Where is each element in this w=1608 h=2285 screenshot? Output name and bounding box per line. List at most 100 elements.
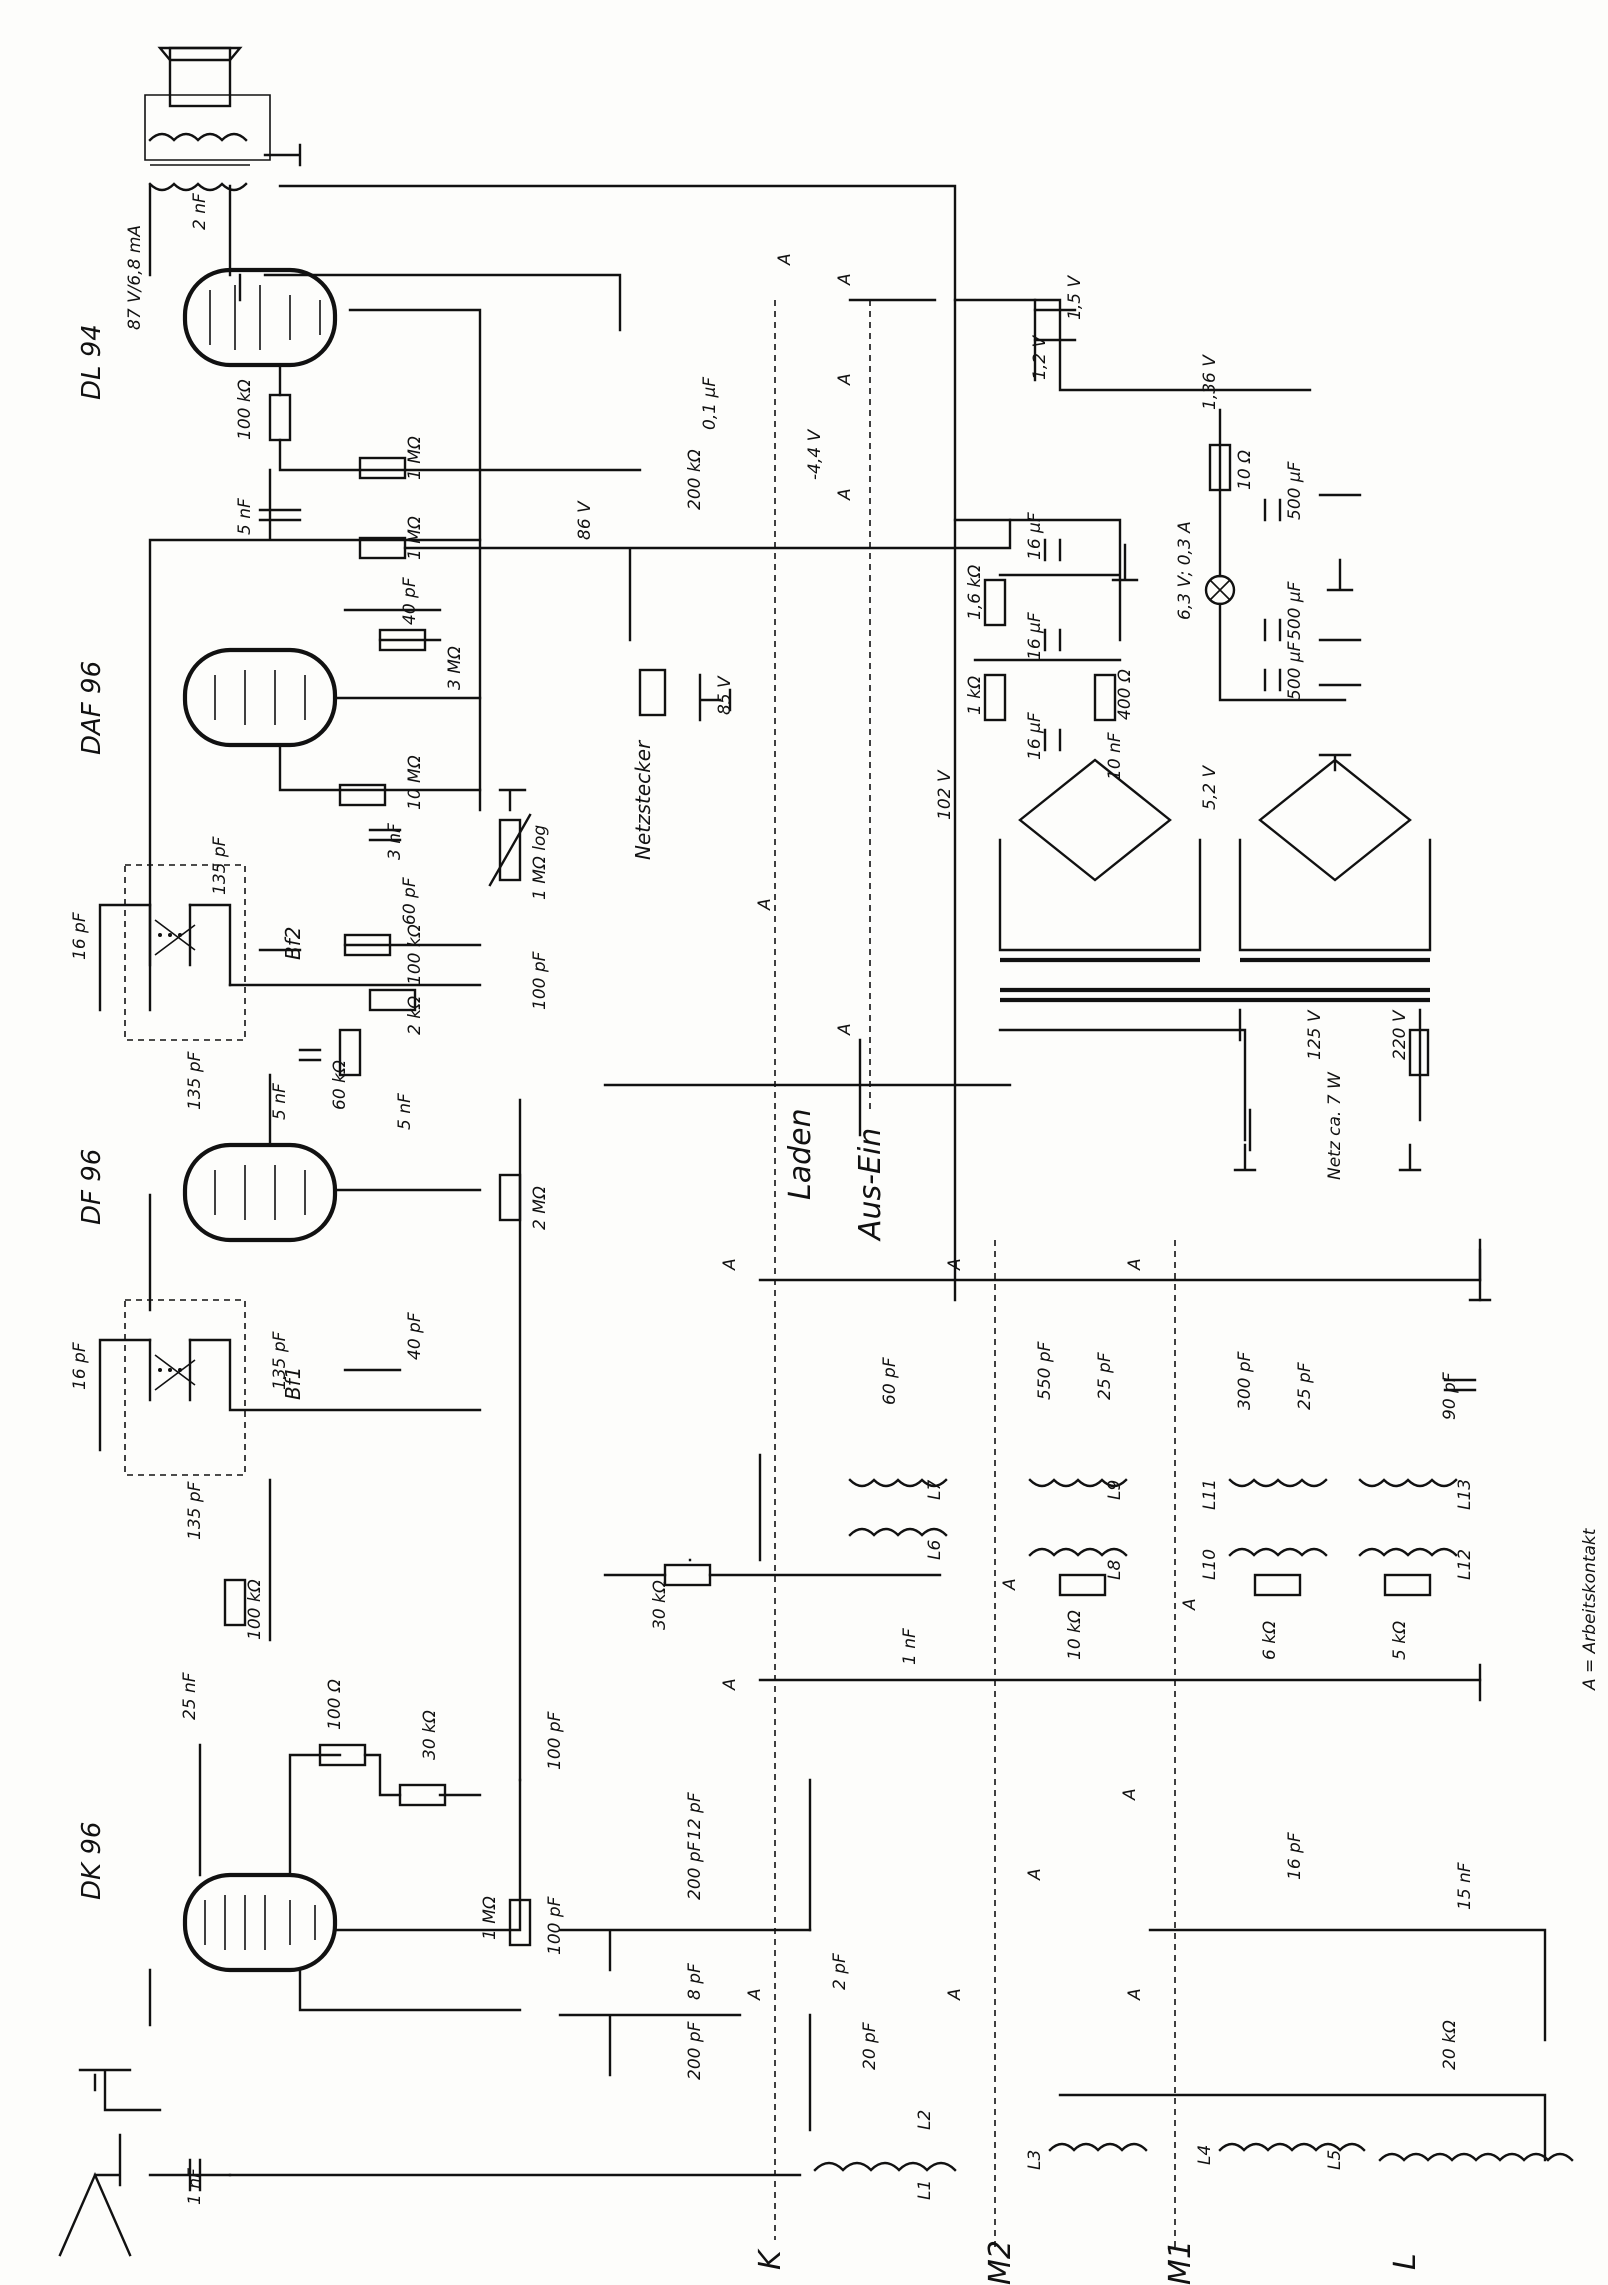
label-contact-13: A — [1120, 1788, 1140, 1801]
label-r-10m: 10 MΩ — [405, 755, 425, 810]
label-contact-17: A — [1125, 1988, 1145, 2001]
fuse-220v — [1408, 1028, 1430, 1077]
wiring — [58, 46, 1574, 2257]
label-contact-4: A — [835, 488, 855, 501]
r-3m — [378, 628, 427, 652]
label-band-l: L — [1388, 2253, 1423, 2270]
c-90pf — [1443, 1378, 1477, 1392]
r-6k — [1253, 1573, 1302, 1597]
volume-pot[interactable] — [498, 818, 522, 882]
label-df96: DF 96 — [77, 1149, 107, 1225]
label-c-0-1uf: 0,1 µF — [700, 377, 720, 430]
coil-L4 — [1218, 2142, 1366, 2152]
label-r-10k: 10 kΩ — [1065, 1610, 1085, 1660]
output-transformer-secondary — [148, 132, 248, 142]
label-r-20k: 20 kΩ — [1440, 2020, 1460, 2070]
label-c-25pf-a: 25 pF — [1095, 1352, 1115, 1400]
label-87v: 87 V/6,8 mA — [125, 225, 145, 330]
coil-L3 — [1048, 2142, 1148, 2152]
label-c-135pf-b: 135 pF — [185, 1051, 205, 1110]
label-contact-6: A — [835, 1023, 855, 1036]
if-filter-bf1 — [124, 1299, 246, 1476]
label-contact-10: A — [1000, 1578, 1020, 1591]
e-500uf-c — [1263, 668, 1282, 692]
label-r-100-ohm: 100 Ω — [325, 1679, 345, 1730]
label-L3: L3 — [1025, 2150, 1045, 2170]
tube-labels: DL 94 DAF 96 DF 96 DK 96 — [77, 324, 107, 1900]
label-c-135pf-d: 135 pF — [185, 1481, 205, 1540]
label-1-2v: 1,2 V — [1030, 335, 1050, 380]
label-contact-3: A — [835, 373, 855, 386]
label-c-100pf-a: 100 pF — [530, 951, 550, 1010]
label-bf1: Bf1 — [281, 1367, 305, 1401]
r-2m — [498, 1173, 522, 1222]
label-c-60pf-a: 60 pF — [400, 877, 420, 925]
coil-L7 — [848, 1478, 948, 1488]
label-c-5nf-a: 5 nF — [235, 498, 255, 535]
label-c-12pf: 12 pF — [685, 1792, 705, 1840]
label-lamp: 6,3 V; 0,3 A — [1175, 521, 1195, 620]
r-60k — [338, 1028, 362, 1077]
label-aus-ein: Aus-Ein — [853, 1128, 888, 1242]
netzstecker-plug[interactable] — [638, 668, 667, 717]
label-dk96: DK 96 — [77, 1822, 107, 1900]
label-L8: L8 — [1105, 1560, 1125, 1580]
label-contact-11: A — [1180, 1598, 1200, 1611]
label-L4: L4 — [1195, 2145, 1215, 2165]
r-1-6k — [983, 578, 1007, 627]
label-c-1nf: 1 nF — [185, 2168, 205, 2205]
coil-L12 — [1358, 1547, 1458, 1557]
coil-labels: L1 L2 L3 L4 L5 L6 L7 L8 L9 L10 L11 L12 L… — [915, 1479, 1475, 2200]
r-10k — [1058, 1573, 1107, 1597]
r-100k-c — [223, 1578, 247, 1627]
label-band-k: K — [753, 2248, 788, 2270]
label-c-40pf-a: 40 pF — [400, 577, 420, 625]
c-5nf-a — [258, 508, 302, 522]
label-L12: L12 — [1455, 1549, 1475, 1580]
label-netzstecker: Netzstecker — [631, 739, 655, 860]
label-c-5nf-b: 5 nF — [270, 1083, 290, 1120]
label-c-200pf-b: 200 pF — [685, 2021, 705, 2080]
r-30k-b — [663, 1563, 712, 1587]
label-minus-4-4v: -4,4 V — [805, 428, 825, 480]
label-r-100k-c: 100 kΩ — [245, 1579, 265, 1640]
voltage-labels: 87 V/6,8 mA 86 V 102 V -4,4 V 85 V 1,2 V… — [125, 225, 1220, 820]
label-r-200k: 200 kΩ — [685, 449, 705, 510]
bridge-rectifier-1 — [1018, 758, 1172, 882]
r-30k-a — [398, 1783, 447, 1807]
label-contact-7: A — [720, 1258, 740, 1271]
c-1nf-ant — [148, 2158, 232, 2192]
label-c-100pf-b: 100 pF — [545, 1711, 565, 1770]
r-1m-c — [508, 1898, 532, 1947]
label-contact-5: A — [755, 898, 775, 911]
label-5-2v: 5,2 V — [1200, 765, 1220, 810]
r-400 — [1093, 673, 1117, 722]
coil-L6 — [848, 1527, 948, 1537]
label-L5: L5 — [1325, 2150, 1345, 2170]
label-r-2k: 2 kΩ — [405, 996, 425, 1035]
label-contact-8: A — [945, 1258, 965, 1271]
label-band-m1: M1 — [1163, 2240, 1198, 2285]
label-c-5nf-c: 5 nF — [395, 1093, 415, 1130]
label-legend: A = Arbeitskontakt — [1580, 1527, 1600, 1691]
label-r-100k-b: 100 kΩ — [405, 924, 425, 985]
label-r-2m: 2 MΩ — [530, 1186, 550, 1230]
r-100k-a — [268, 393, 292, 442]
r-100k-b — [343, 933, 392, 957]
label-c-200pf-a: 200 pF — [685, 1841, 705, 1900]
label-c-3nf: 3 nF — [385, 823, 405, 860]
label-c-135pf-c: 135 pF — [270, 1331, 290, 1390]
label-c-15nf: 15 nF — [1455, 1862, 1475, 1910]
label-r-1k: 1 kΩ — [965, 676, 985, 715]
label-r-1-6k: 1,6 kΩ — [965, 565, 985, 620]
label-contact-2: A — [835, 273, 855, 286]
label-c-8pf: 8 pF — [685, 1963, 705, 2000]
label-e-16uf-a: 16 µF — [1025, 512, 1045, 560]
label-c-16pf-a: 16 pF — [70, 912, 90, 960]
dk96-tube — [182, 1872, 338, 1973]
label-r-30k-a: 30 kΩ — [420, 1710, 440, 1760]
coil-L13 — [1358, 1478, 1458, 1488]
label-r-6k: 6 kΩ — [1260, 1621, 1280, 1660]
e-500uf-b — [1263, 618, 1282, 642]
